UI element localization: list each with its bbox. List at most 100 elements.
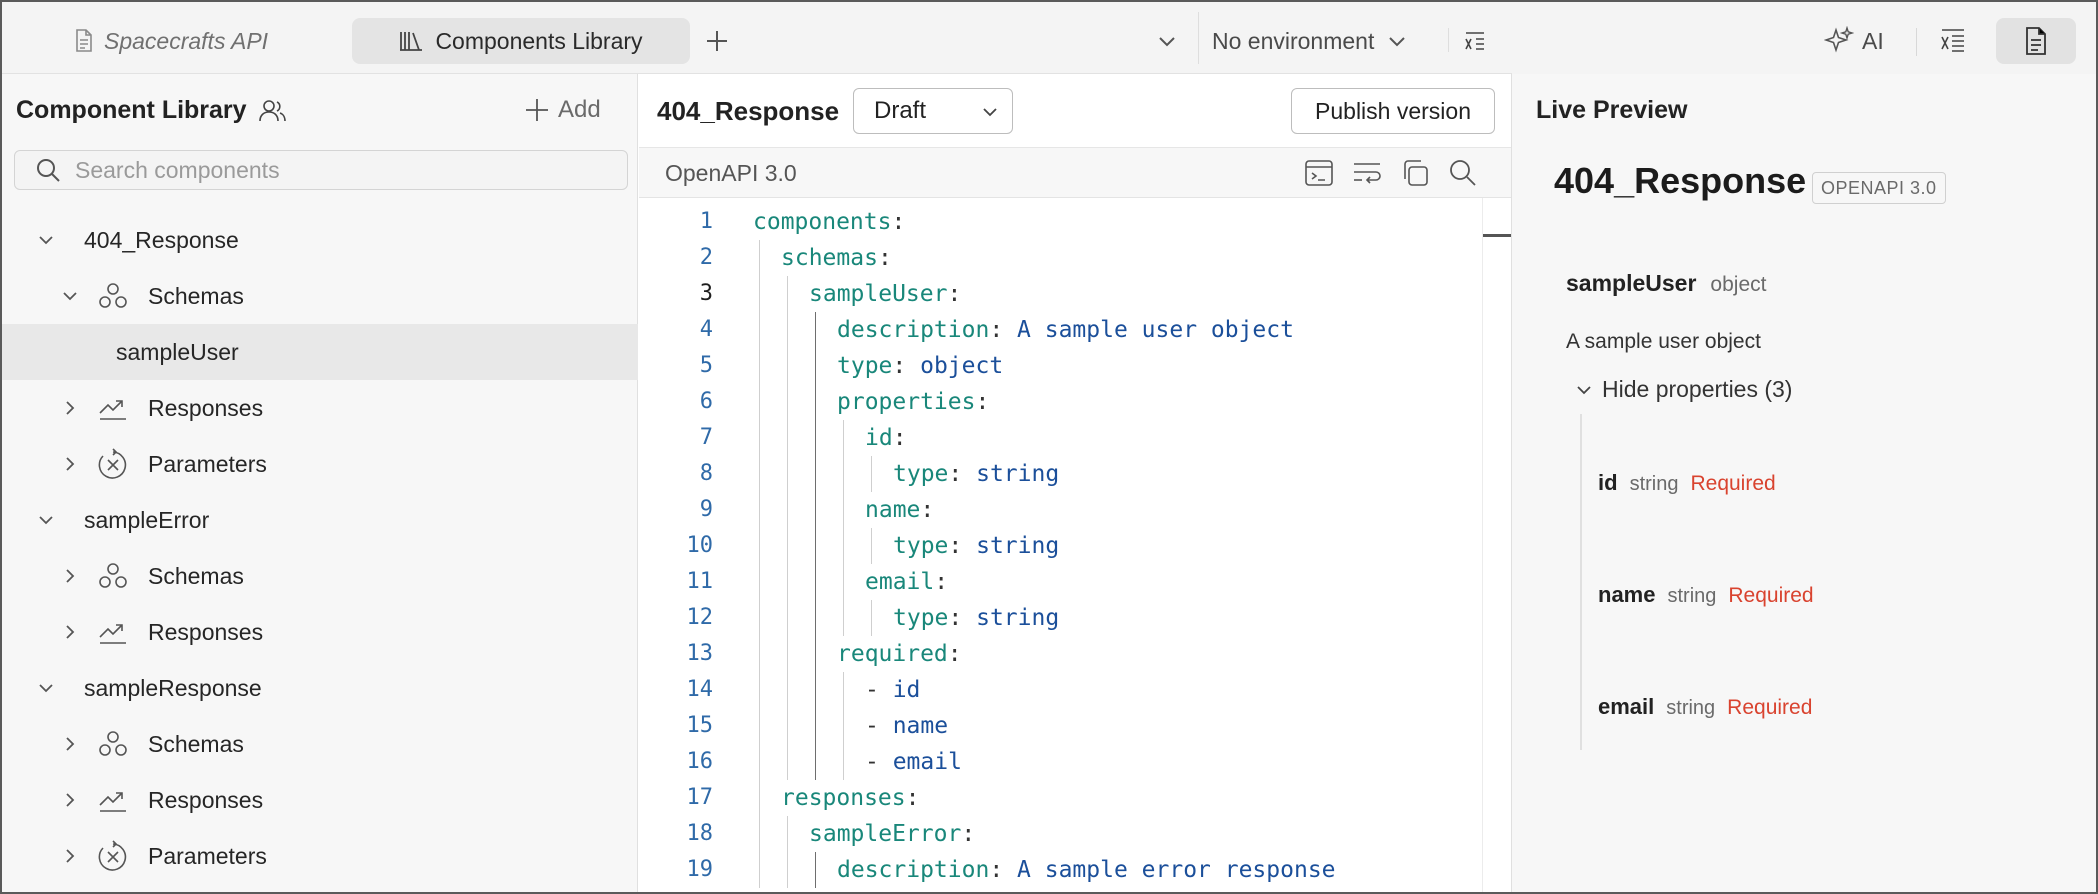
required-label: Required: [1727, 696, 1813, 719]
tree-node-responses[interactable]: Responses: [2, 604, 638, 660]
property-type: string: [1667, 585, 1717, 607]
tree-node-label: 404_Response: [84, 226, 239, 253]
code-line: required:: [837, 641, 962, 667]
property-name: email: [1598, 694, 1655, 719]
tree-node-label: Parameters: [148, 842, 267, 869]
sidebar-title: Component Library: [16, 96, 247, 124]
version-status-select[interactable]: Draft: [853, 88, 1013, 134]
chevron-right-icon[interactable]: [60, 566, 80, 586]
environment-label: No environment: [1212, 27, 1375, 54]
parameters-icon: [96, 839, 130, 873]
component-library-sidebar: Component Library Add 404_Response: [2, 74, 638, 892]
document-icon: [2026, 27, 2046, 55]
ai-button[interactable]: AI: [1824, 18, 1884, 64]
tree-node-parameters[interactable]: Parameters: [2, 436, 638, 492]
tree-node-label: sampleResponse: [84, 674, 262, 701]
sidebar-header: Component Library: [16, 96, 287, 125]
search-box[interactable]: [14, 150, 628, 190]
code-line: description: A sample error response: [837, 857, 1336, 883]
editor-header: 404_Response Draft Publish version: [639, 74, 1511, 148]
indent-guide: [759, 240, 760, 888]
tree-node-sample-response[interactable]: sampleResponse: [2, 660, 638, 716]
tree-node-label: Responses: [148, 394, 264, 421]
code-line: properties:: [837, 389, 990, 415]
tab-bar: Spacecrafts API Components Library No en…: [2, 2, 1512, 74]
properties-rail: [1580, 414, 1582, 750]
tree-node-label: sampleError: [84, 506, 210, 533]
new-tab-button[interactable]: [702, 18, 742, 64]
line-number: 8: [699, 461, 713, 486]
chevron-down-icon[interactable]: [36, 678, 56, 698]
indent-guide: [871, 600, 872, 636]
property-name: id: [1598, 470, 1618, 495]
search-input[interactable]: [75, 156, 595, 184]
tree-node-sample-error[interactable]: sampleError: [2, 492, 638, 548]
scroll-position-marker[interactable]: [1483, 234, 1511, 237]
indent-guide: [787, 276, 788, 780]
documentation-button[interactable]: [1928, 18, 1978, 64]
code-line: - name: [865, 713, 949, 739]
chevron-down-icon[interactable]: [36, 230, 56, 250]
property-type: string: [1629, 473, 1679, 495]
chevron-right-icon[interactable]: [60, 790, 80, 810]
live-preview-toggle[interactable]: [1996, 18, 2076, 64]
divider: [1916, 28, 1917, 56]
line-number: 16: [686, 749, 714, 774]
word-wrap-icon[interactable]: [1351, 157, 1383, 189]
line-number: 18: [686, 821, 714, 846]
add-label: Add: [558, 96, 601, 123]
responses-icon: [96, 615, 130, 649]
chevron-right-icon[interactable]: [60, 398, 80, 418]
environment-variables-button[interactable]: [1462, 18, 1498, 64]
chevron-right-icon[interactable]: [60, 734, 80, 754]
tree-node-404-response[interactable]: 404_Response: [2, 212, 638, 268]
chevron-right-icon[interactable]: [60, 622, 80, 642]
hide-properties-toggle[interactable]: Hide properties (3): [1576, 376, 1792, 403]
required-label: Required: [1690, 472, 1776, 495]
chevron-down-icon: [1389, 37, 1406, 47]
chevron-right-icon[interactable]: [60, 454, 80, 474]
publish-version-button[interactable]: Publish version: [1291, 88, 1495, 134]
publish-label: Publish version: [1315, 97, 1471, 124]
preview-title: Live Preview: [1536, 96, 1688, 124]
search-icon[interactable]: [1447, 157, 1479, 189]
add-component-button[interactable]: Add: [524, 96, 601, 124]
tree-node-parameters[interactable]: Parameters: [2, 828, 638, 884]
copy-icon[interactable]: [1399, 157, 1431, 189]
sparkle-icon: [1824, 26, 1854, 53]
code-line: name:: [865, 497, 935, 523]
tree-node-responses[interactable]: Responses: [2, 380, 638, 436]
indent-guide: [843, 420, 844, 636]
tree-node-responses[interactable]: Responses: [2, 772, 638, 828]
environment-selector[interactable]: No environment: [1212, 18, 1406, 64]
editor-scrollbar[interactable]: [1482, 198, 1483, 892]
line-number: 11: [686, 569, 714, 594]
line-number: 6: [699, 389, 713, 414]
tab-spacecrafts-api[interactable]: Spacecrafts API: [74, 18, 294, 64]
terminal-icon[interactable]: [1303, 157, 1335, 189]
tree-node-label: Parameters: [148, 450, 267, 477]
tree-node-schemas[interactable]: Schemas: [2, 268, 638, 324]
tab-list-dropdown[interactable]: [1152, 18, 1192, 64]
property-row: email string Required: [1598, 694, 1812, 720]
indent-guide: [815, 312, 816, 780]
tree-node-schemas[interactable]: Schemas: [2, 548, 638, 604]
documentation-list-icon: [1941, 29, 1964, 52]
tree-node-sample-user[interactable]: sampleUser: [2, 324, 638, 380]
line-number: 5: [699, 353, 713, 378]
chevron-down-icon[interactable]: [36, 510, 56, 530]
spec-language-label: OpenAPI 3.0: [665, 160, 797, 186]
chevron-down-icon[interactable]: [60, 286, 80, 306]
indent-guide: [815, 852, 816, 888]
line-number: 2: [699, 245, 713, 270]
schema-type: object: [1710, 273, 1767, 296]
code-line: components:: [753, 209, 906, 235]
tab-components-library[interactable]: Components Library: [352, 18, 690, 64]
line-number: 3: [699, 281, 713, 306]
ai-label: AI: [1862, 27, 1884, 54]
tree-node-schemas[interactable]: Schemas: [2, 716, 638, 772]
line-number: 9: [699, 497, 713, 522]
chevron-right-icon[interactable]: [60, 846, 80, 866]
